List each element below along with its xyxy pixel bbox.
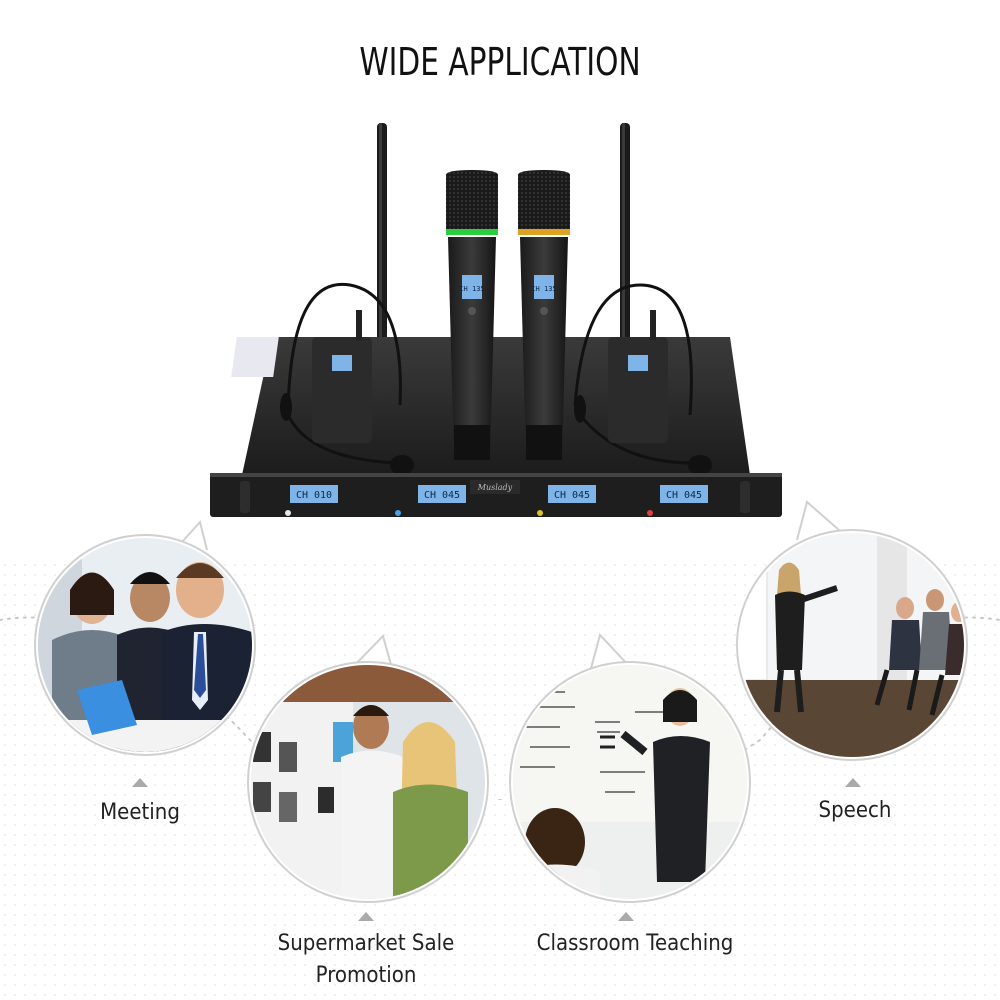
channel-display-2: CH 045 [395, 485, 466, 516]
antenna-right [620, 123, 630, 343]
svg-text:CH 135: CH 135 [531, 285, 556, 293]
svg-text:CH 045: CH 045 [554, 490, 590, 501]
scene-classroom [505, 632, 755, 907]
svg-text:CH 045: CH 045 [666, 490, 702, 501]
svg-text:CH 010: CH 010 [296, 490, 332, 501]
handheld-mic-left: CH 135 [446, 170, 498, 460]
scene-supermarket [243, 632, 493, 907]
headset-left [280, 282, 414, 475]
caption-speech: Speech [818, 798, 892, 823]
pointer-speech [845, 778, 861, 787]
handheld-mic-right: CH 135 [518, 170, 570, 460]
channel-display-3: CH 045 [537, 485, 596, 516]
channel-display-4: CH 045 [647, 485, 708, 516]
svg-text:CH 045: CH 045 [424, 490, 460, 501]
pointer-classroom [618, 912, 634, 921]
page-title: WIDE APPLICATION [359, 40, 641, 84]
antenna-left [377, 123, 387, 343]
receiver-front-panel: CH 010 CH 045 Muslady CH 045 CH 045 [210, 473, 782, 517]
svg-text:Muslady: Muslady [477, 483, 513, 492]
scene-speech [727, 500, 977, 770]
channel-display-1: CH 010 [285, 485, 338, 516]
caption-supermarket-line1: Supermarket Sale [277, 931, 455, 956]
pointer-meeting [132, 778, 148, 787]
caption-classroom: Classroom Teaching [536, 931, 734, 956]
headset-right [573, 283, 712, 475]
wireless-mic-system-image: CH 135 CH 135 CH 010 CH 045 Muslady [210, 123, 782, 517]
svg-text:CH 135: CH 135 [459, 285, 484, 293]
caption-supermarket-line2: Promotion [315, 963, 417, 988]
pointer-supermarket [358, 912, 374, 921]
caption-meeting: Meeting [100, 800, 180, 825]
scene-meeting [22, 520, 272, 760]
